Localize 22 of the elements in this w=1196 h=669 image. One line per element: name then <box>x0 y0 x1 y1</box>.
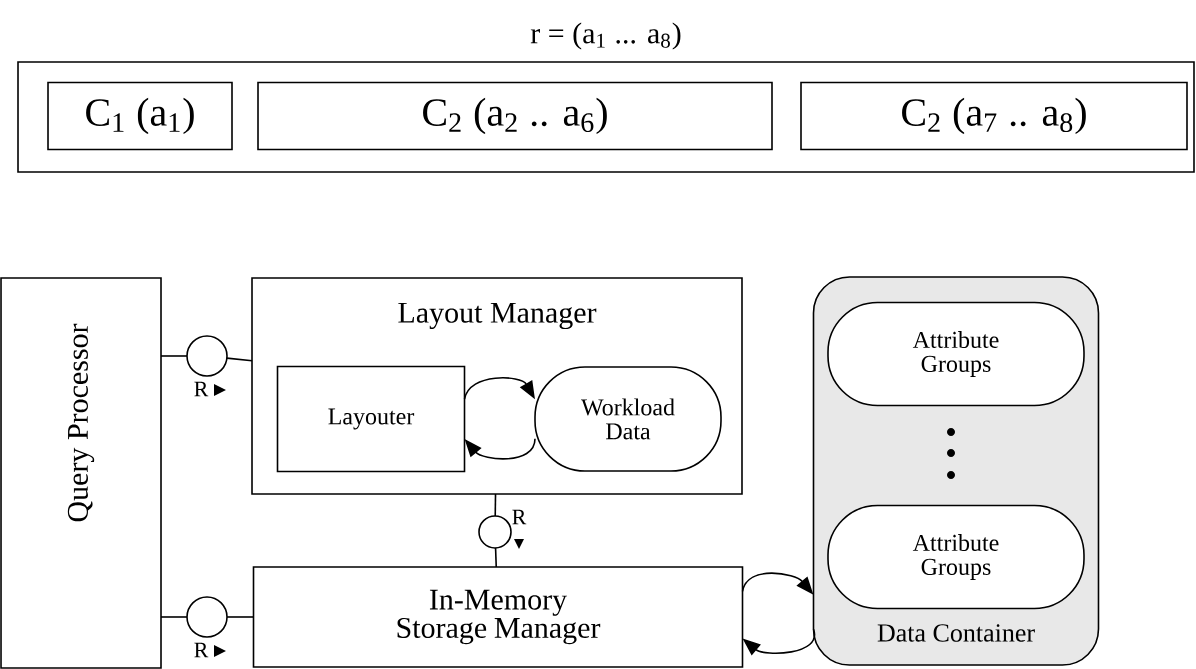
connector <box>494 493 497 517</box>
data-store: Attribute Groups <box>827 504 1085 610</box>
data-store: Attribute Groups <box>827 301 1085 407</box>
connector <box>160 616 188 618</box>
interface-label: R <box>194 642 209 658</box>
node-label: r = (a$_{1}$ ... a$_{8}$) <box>530 22 681 50</box>
connector <box>226 357 253 362</box>
component-box: Layouter <box>276 365 466 473</box>
connector <box>226 616 255 618</box>
connector <box>494 547 498 568</box>
component-box: C$_{2}$ (a$_{2}$ .. a$_{6}$) <box>257 81 773 151</box>
connector <box>160 355 188 357</box>
interface-circle <box>186 335 228 377</box>
component-box: C$_{2}$ (a$_{7}$ .. a$_{8}$) <box>800 81 1188 151</box>
component-box: C$_{1}$ (a$_{1}$) <box>47 81 233 151</box>
interface-label: R <box>512 509 527 525</box>
interface-label: R <box>194 381 209 397</box>
interface-circle <box>478 515 512 549</box>
interface-circle <box>186 596 228 638</box>
component-box: In-Memory Storage Manager <box>252 566 744 668</box>
component-box: Query Processor <box>0 277 162 669</box>
connector <box>463 377 535 400</box>
